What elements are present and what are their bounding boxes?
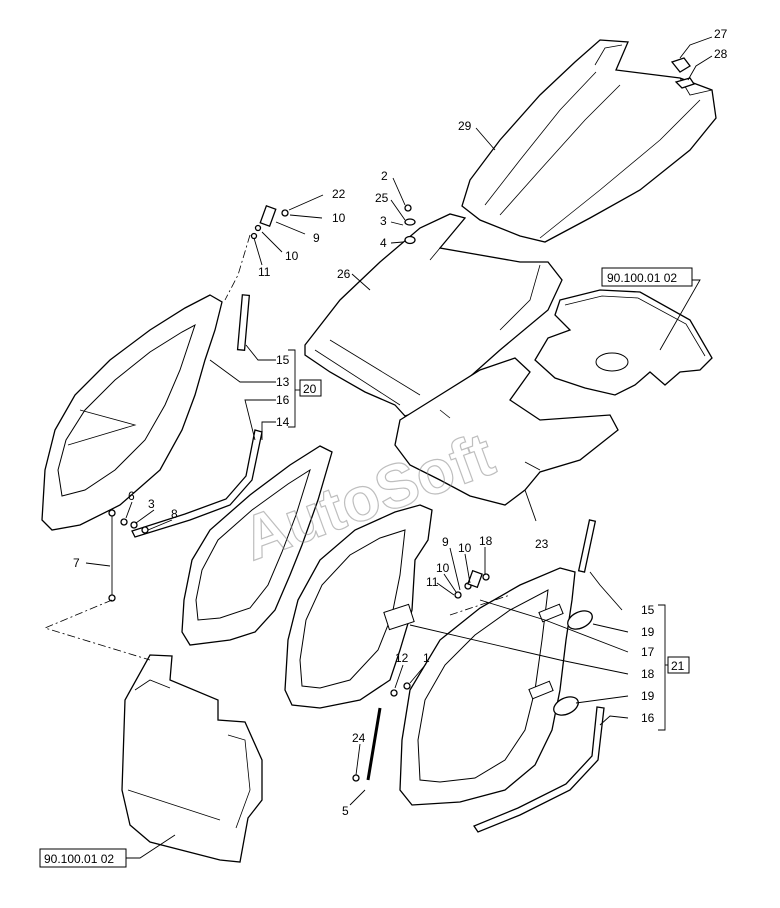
callout-9: 9 bbox=[313, 231, 320, 245]
callout-25: 25 bbox=[375, 191, 389, 205]
align-line-3 bbox=[449, 594, 511, 616]
callout-8: 8 bbox=[171, 507, 178, 521]
callout-23: 23 bbox=[535, 537, 549, 551]
callout-10: 10 bbox=[458, 541, 472, 555]
callout-19: 19 bbox=[641, 689, 655, 703]
callout-3: 3 bbox=[148, 497, 155, 511]
handle-19b bbox=[553, 696, 579, 716]
callout-15: 15 bbox=[276, 353, 290, 367]
callout-labels: 27 28 29 2 25 3 4 26 22 10 9 10 11 15 13… bbox=[39, 27, 728, 868]
clip-27-28 bbox=[670, 57, 696, 89]
handle-19a bbox=[567, 610, 593, 630]
right-door-21 bbox=[399, 567, 576, 806]
callout-10: 10 bbox=[436, 561, 450, 575]
callout-18: 18 bbox=[641, 667, 655, 681]
callout-3: 3 bbox=[380, 214, 387, 228]
callout-2: 2 bbox=[381, 169, 388, 183]
floor-mat-23 bbox=[394, 357, 619, 506]
callout-11: 11 bbox=[258, 265, 271, 279]
callout-21: 21 bbox=[671, 659, 685, 673]
cab-floor-plate bbox=[534, 289, 713, 396]
callout-6: 6 bbox=[128, 489, 135, 503]
callout-19: 19 bbox=[641, 625, 655, 639]
rear-panel bbox=[121, 654, 263, 863]
callout-13: 13 bbox=[276, 375, 290, 389]
reference-box-top bbox=[601, 267, 693, 287]
callout-box-20 bbox=[299, 379, 322, 397]
callout-11: 11 bbox=[426, 575, 439, 589]
callout-5: 5 bbox=[342, 804, 349, 818]
align-line-1 bbox=[224, 234, 251, 301]
callout-14: 14 bbox=[276, 415, 290, 429]
rear-window-frame bbox=[181, 445, 333, 646]
roof-cover-29 bbox=[461, 39, 717, 243]
headliner-26 bbox=[304, 213, 563, 417]
reference-bottom: 90.100.01 02 bbox=[44, 852, 114, 866]
callout-16: 16 bbox=[641, 711, 655, 725]
callout-28: 28 bbox=[714, 47, 728, 61]
seal-strip-15a bbox=[236, 294, 251, 351]
callout-27: 27 bbox=[714, 27, 728, 41]
seal-strip-14 bbox=[131, 429, 263, 538]
seal-strip-16b bbox=[473, 706, 605, 833]
callout-17: 17 bbox=[641, 645, 655, 659]
callout-4: 4 bbox=[380, 236, 387, 250]
callout-1: 1 bbox=[423, 651, 430, 665]
hardware bbox=[108, 204, 490, 782]
callout-7: 7 bbox=[73, 556, 80, 570]
callout-18: 18 bbox=[479, 534, 493, 548]
callout-26: 26 bbox=[337, 267, 351, 281]
door-frame-13 bbox=[41, 294, 223, 531]
callout-10: 10 bbox=[332, 211, 346, 225]
callout-24: 24 bbox=[352, 731, 366, 745]
callout-15: 15 bbox=[641, 603, 655, 617]
reference-box-bottom bbox=[39, 848, 127, 868]
callout-10: 10 bbox=[285, 249, 299, 263]
callout-12: 12 bbox=[395, 651, 409, 665]
callout-22: 22 bbox=[332, 187, 346, 201]
callout-29: 29 bbox=[458, 119, 472, 133]
callout-box-21 bbox=[667, 656, 690, 674]
align-line-2 bbox=[43, 599, 151, 661]
door-panel bbox=[284, 504, 433, 709]
seal-strip-15b bbox=[577, 519, 597, 573]
callout-20: 20 bbox=[303, 382, 317, 396]
callout-9: 9 bbox=[442, 535, 449, 549]
callout-16: 16 bbox=[276, 393, 290, 407]
reference-top: 90.100.01 02 bbox=[607, 271, 677, 285]
leader-lines bbox=[85, 36, 713, 859]
